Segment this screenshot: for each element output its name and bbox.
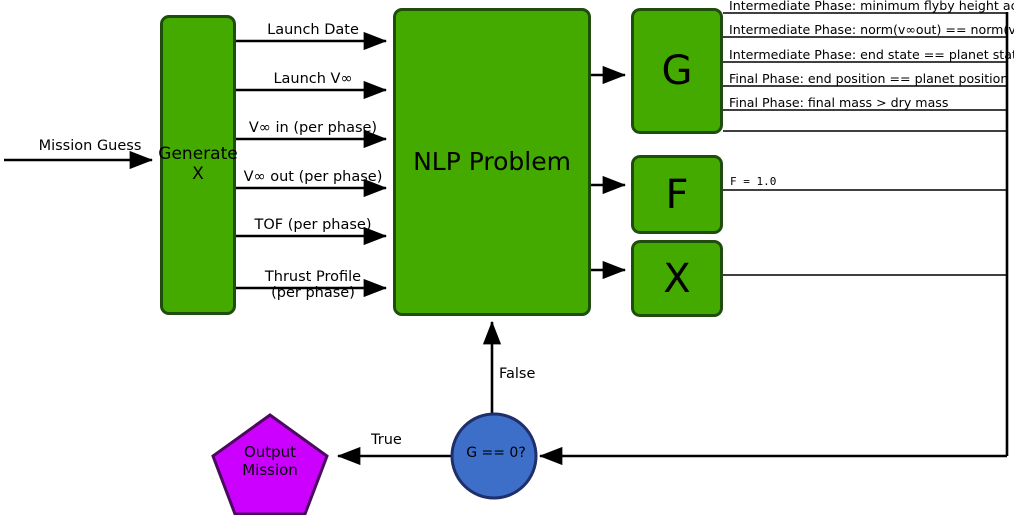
output-mission-label: Output Mission bbox=[211, 443, 329, 480]
edge-label-mission-guess: Mission Guess bbox=[38, 138, 142, 154]
node-generate-x[interactable]: Generate X bbox=[158, 15, 238, 315]
edge-label-thrust-profile-line1: Thrust Profile bbox=[264, 269, 362, 285]
node-g-label: G bbox=[661, 48, 693, 94]
node-g[interactable]: G bbox=[631, 8, 723, 134]
node-generate-x-line2: X bbox=[192, 164, 204, 184]
edge-label-vinf-out: V∞ out (per phase) bbox=[243, 169, 383, 185]
output-mission-line2: Mission bbox=[242, 461, 298, 480]
edge-label-launch-date: Launch Date bbox=[267, 22, 359, 38]
output-mission-line1: Output bbox=[243, 443, 297, 461]
decision-node-circle[interactable] bbox=[450, 412, 538, 500]
node-x-label: X bbox=[663, 255, 691, 302]
node-generate-x-line1: Generate bbox=[158, 144, 238, 165]
node-nlp-problem[interactable]: NLP Problem bbox=[393, 8, 591, 316]
constraint-label-4: Final Phase: final mass > dry mass bbox=[729, 95, 949, 110]
edge-label-tof: TOF (per phase) bbox=[254, 217, 372, 233]
node-x[interactable]: X bbox=[631, 240, 723, 317]
constraint-label-2: Intermediate Phase: end state == planet … bbox=[729, 47, 1014, 62]
node-f[interactable]: F bbox=[631, 155, 723, 234]
constraint-label-1: Intermediate Phase: norm(v∞out) == norm(… bbox=[729, 22, 1014, 37]
edge-label-thrust-profile: Thrust Profile (per phase) bbox=[240, 269, 386, 301]
constraint-label-0: Intermediate Phase: minimum flyby height… bbox=[729, 0, 1014, 13]
edge-label-true: True bbox=[371, 432, 402, 448]
node-nlp-problem-label: NLP Problem bbox=[413, 146, 571, 176]
constraint-label-3: Final Phase: end position == planet posi… bbox=[729, 71, 1009, 86]
node-f-label: F bbox=[665, 171, 689, 218]
edge-label-vinf-in: V∞ in (per phase) bbox=[248, 120, 378, 136]
edge-label-thrust-profile-line2: (per phase) bbox=[271, 285, 355, 302]
output-mission-pentagon[interactable] bbox=[211, 413, 329, 515]
decision-node-label: G == 0? bbox=[466, 445, 526, 461]
edge-label-launch-vinf: Launch V∞ bbox=[273, 71, 353, 87]
edge-label-false: False bbox=[499, 366, 536, 382]
edge-label-f-value: F = 1.0 bbox=[730, 175, 777, 188]
